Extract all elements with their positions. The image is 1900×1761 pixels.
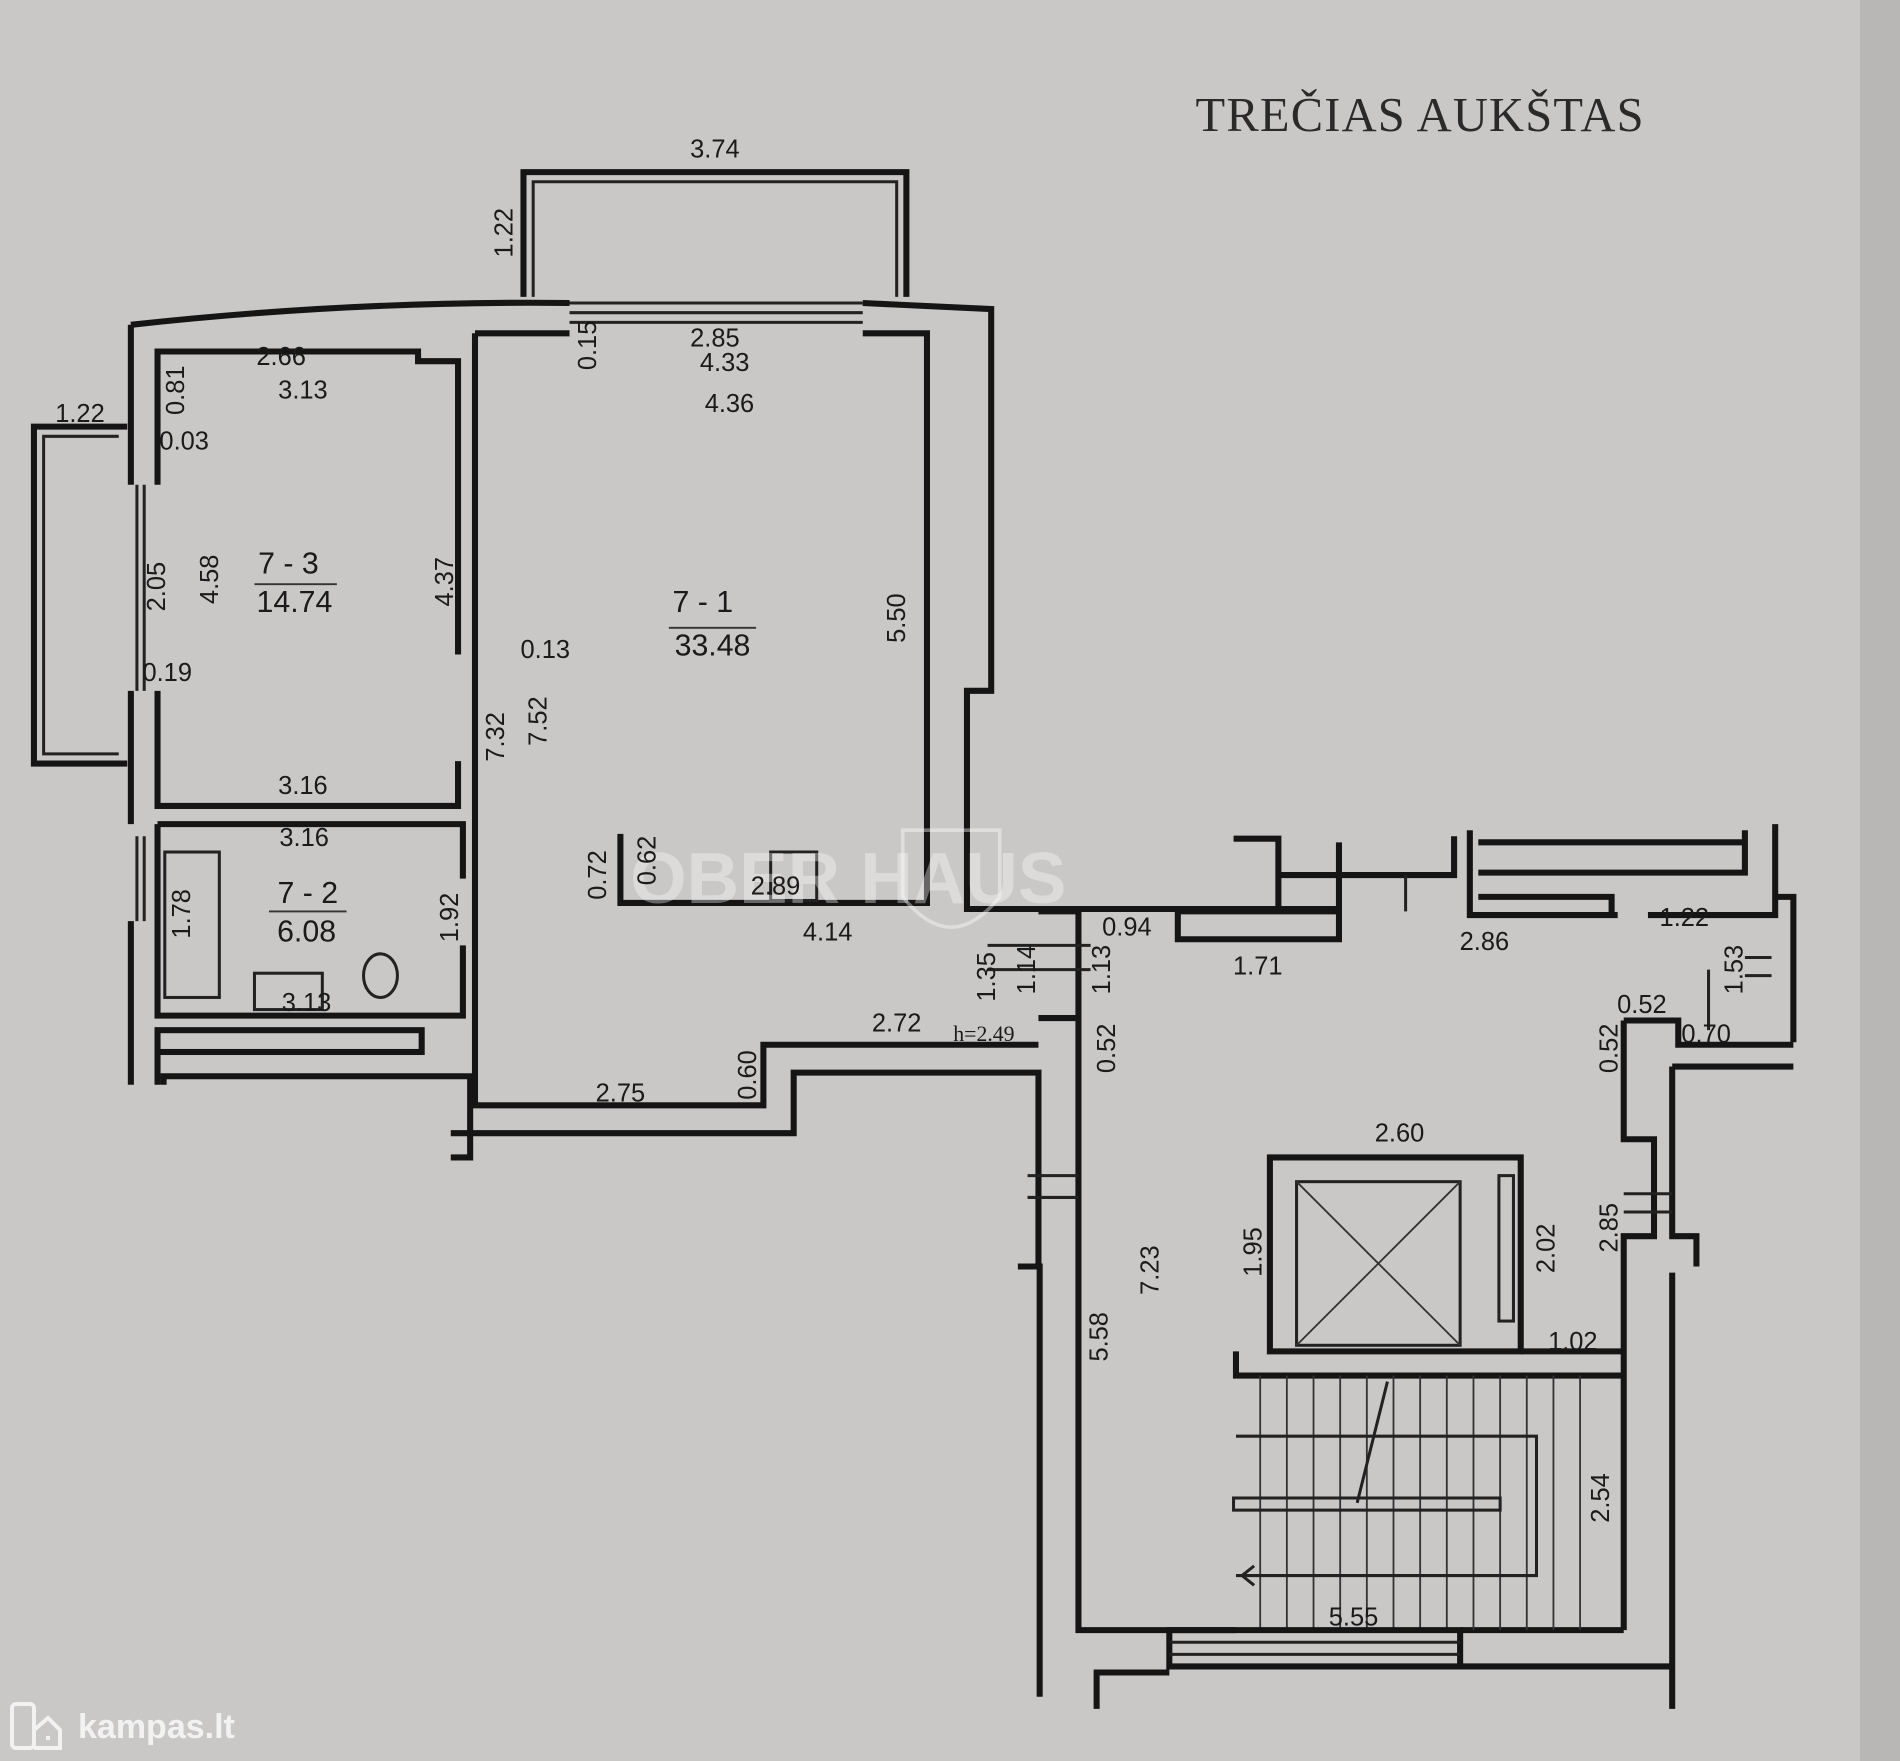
dim: 2.86 xyxy=(1460,928,1510,956)
house-logo-icon xyxy=(10,1702,62,1750)
room-7-3-area: 14.74 xyxy=(257,586,333,619)
staircase xyxy=(1232,1375,1582,1631)
dim: 5.55 xyxy=(1329,1603,1379,1631)
dim: 4.36 xyxy=(705,390,755,418)
dim: 3.13 xyxy=(278,377,328,405)
dim: 2.75 xyxy=(596,1080,646,1108)
dim: 1.22 xyxy=(491,208,519,258)
room-7-1-walls xyxy=(471,330,1039,1109)
dim: 1.53 xyxy=(1720,945,1748,995)
brand-name: kampas.lt xyxy=(78,1707,235,1746)
dim: 4.37 xyxy=(431,557,459,607)
room-7-2-walls xyxy=(154,821,466,1019)
room-7-2-area: 6.08 xyxy=(277,916,336,949)
dim: 2.89 xyxy=(751,872,801,900)
dim: 0.62 xyxy=(634,836,662,886)
dim: 3.13 xyxy=(282,989,332,1017)
dim: 1.22 xyxy=(55,400,105,428)
walls xyxy=(30,169,1797,1709)
dim: 0.13 xyxy=(521,636,571,664)
dim: 0.15 xyxy=(574,321,602,371)
dim: 4.58 xyxy=(196,555,224,605)
dim: 0.52 xyxy=(1596,1024,1624,1074)
room-7-3-walls xyxy=(154,348,462,809)
balcony-top xyxy=(520,169,910,297)
dim: 2.60 xyxy=(1375,1120,1425,1148)
dim: 1.95 xyxy=(1239,1227,1267,1277)
dim: 2.85 xyxy=(690,325,740,353)
dim: h=2.49 xyxy=(953,1022,1014,1046)
floor-title: TREČIAS AUKŠTAS xyxy=(1196,88,1645,142)
room-7-1-id: 7 - 1 xyxy=(673,586,734,619)
dim: 0.52 xyxy=(1617,991,1667,1019)
dim: 1.35 xyxy=(973,952,1001,1002)
dim: 0.19 xyxy=(142,659,192,687)
room-labels: 7 - 1 33.48 7 - 2 6.08 7 - 3 14.74 xyxy=(254,547,757,949)
dim: 4.33 xyxy=(700,349,750,377)
dim: 7.52 xyxy=(524,696,552,746)
balcony-left xyxy=(30,423,128,767)
watermark-text: OBER HAUS xyxy=(630,838,1066,919)
room-7-1-area: 33.48 xyxy=(675,630,751,663)
room-7-2-id: 7 - 2 xyxy=(277,877,338,910)
dim: 2.66 xyxy=(256,343,306,371)
dim: 2.85 xyxy=(1596,1203,1624,1253)
dim: 1.92 xyxy=(436,893,464,943)
dim: 1.13 xyxy=(1088,945,1116,995)
dim: 0.60 xyxy=(734,1050,762,1100)
dim: 3.16 xyxy=(279,824,329,852)
dim: 0.52 xyxy=(1093,1024,1121,1074)
dim: 1.71 xyxy=(1233,952,1283,980)
watermark-shield-icon xyxy=(900,828,1002,929)
dimension-labels: 3.74 1.22 0.15 2.85 4.33 4.36 2.66 3.13 … xyxy=(55,136,1748,1632)
dim: 0.72 xyxy=(584,850,612,900)
dim: 5.58 xyxy=(1086,1312,1114,1362)
dim: 0.81 xyxy=(162,365,190,415)
dim: 3.74 xyxy=(690,136,740,164)
dim: 4.14 xyxy=(803,918,853,946)
dim: 2.02 xyxy=(1533,1224,1561,1274)
dim: 0.70 xyxy=(1681,1020,1731,1048)
room-7-3-id: 7 - 3 xyxy=(258,547,319,580)
dim: 2.54 xyxy=(1587,1473,1615,1523)
dim: 5.50 xyxy=(883,593,911,643)
watermark: OBER HAUS xyxy=(630,828,1066,929)
dim: 7.32 xyxy=(482,712,510,762)
dim: 0.94 xyxy=(1102,914,1152,942)
dim: 1.14 xyxy=(1013,945,1041,995)
dim: 2.72 xyxy=(872,1009,922,1037)
elevator-cross-icon xyxy=(1295,1181,1461,1346)
dim: 1.78 xyxy=(168,889,196,939)
dim: 7.23 xyxy=(1136,1245,1164,1295)
dim: 2.05 xyxy=(143,562,171,612)
kampas-logo[interactable]: kampas.lt xyxy=(8,1700,235,1754)
dim: 0.03 xyxy=(159,428,209,456)
dim: 1.02 xyxy=(1548,1328,1598,1356)
dim: 3.16 xyxy=(278,772,328,800)
dim: 1.22 xyxy=(1660,904,1710,932)
